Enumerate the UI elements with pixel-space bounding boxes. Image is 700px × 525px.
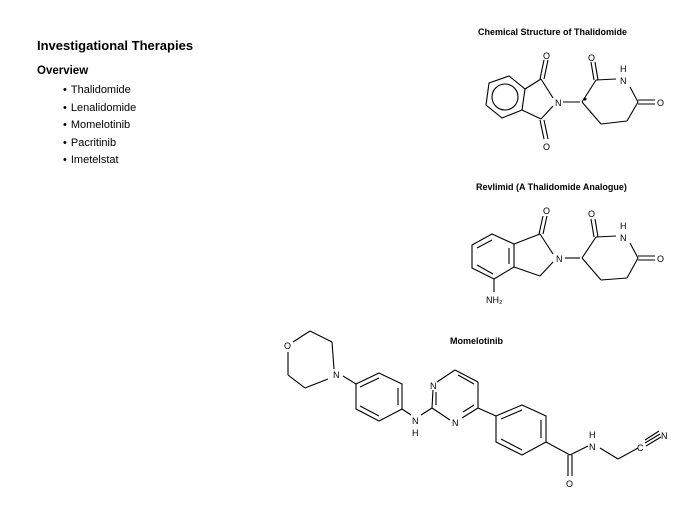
list-item: Imetelstat	[63, 152, 136, 170]
atom-label: O	[284, 341, 291, 351]
atom-label: O	[657, 254, 664, 264]
therapy-list: Thalidomide Lenalidomide Momelotinib Pac…	[63, 82, 136, 170]
revlimid-caption: Revlimid (A Thalidomide Analogue)	[476, 182, 627, 192]
list-item: Lenalidomide	[63, 100, 136, 118]
atom-label: N	[556, 254, 563, 264]
atom-label: N	[555, 98, 562, 108]
atom-label: O	[657, 98, 664, 108]
atom-label: O	[588, 209, 595, 219]
atom-label: H	[620, 221, 627, 231]
atom-label: O	[543, 51, 550, 61]
atom-label: N	[333, 370, 340, 380]
atom-label: O	[588, 53, 595, 63]
atom-label: O	[543, 206, 550, 216]
atom-label: H	[589, 430, 596, 440]
overview-heading: Overview	[37, 65, 89, 77]
atom-label: N	[661, 431, 668, 441]
atom-label: N	[430, 381, 437, 391]
atom-label: N	[589, 442, 596, 452]
page-title: Investigational Therapies	[37, 38, 194, 53]
momelotinib-caption: Momelotinib	[450, 336, 503, 346]
atom-label: O	[543, 142, 550, 152]
atom-label: C	[637, 443, 644, 453]
atom-label: N	[620, 76, 627, 86]
atom-label: N	[452, 418, 459, 428]
list-item: Momelotinib	[63, 117, 136, 135]
atom-label: NH₂	[486, 295, 503, 305]
list-item: Pacritinib	[63, 135, 136, 153]
atom-label: H	[620, 64, 627, 74]
atom-label: N	[412, 416, 419, 426]
atom-label: O	[566, 479, 573, 489]
list-item: Thalidomide	[63, 82, 136, 100]
atom-label: H	[412, 428, 419, 438]
thalidomide-caption: Chemical Structure of Thalidomide	[478, 27, 628, 37]
atom-label: N	[620, 233, 627, 243]
